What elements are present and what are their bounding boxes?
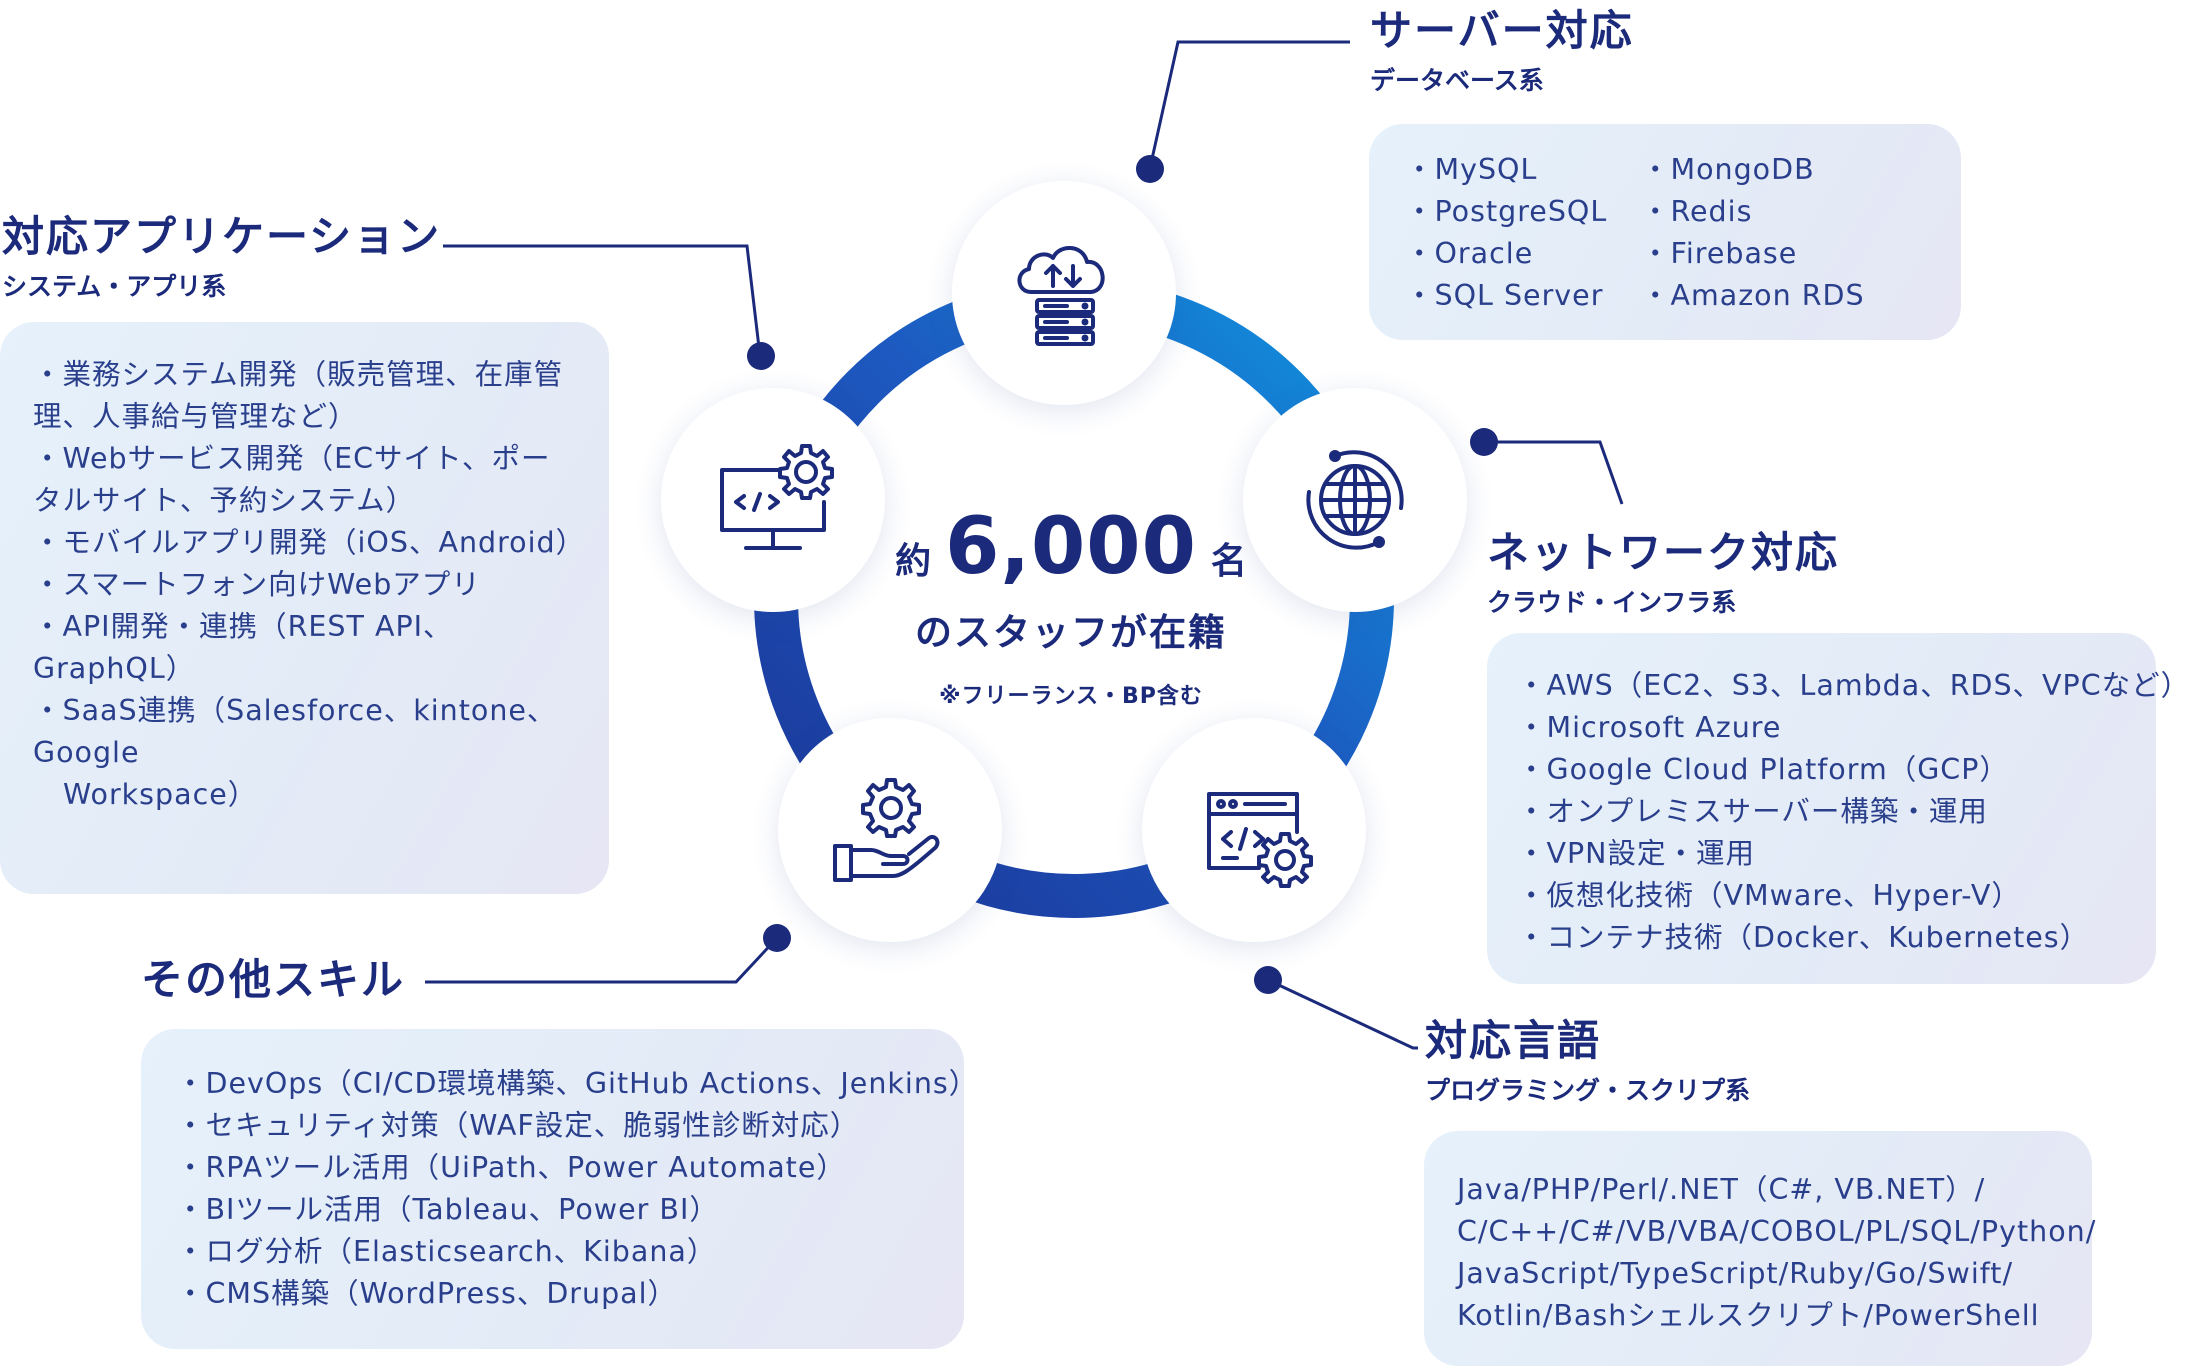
node-server <box>952 181 1176 405</box>
list-item: ・Webサービス開発（ECサイト、ポータルサイト、予約システム） <box>33 442 551 517</box>
staff-count-row: 約 6,000 名 <box>846 508 1296 586</box>
section-title: 対応アプリケーション <box>2 212 442 261</box>
language-line: Kotlin/Bashシェルスクリプト/PowerShell <box>1457 1299 2040 1332</box>
list-item: ・PostgreSQL <box>1405 195 1608 228</box>
node-network <box>1243 388 1467 612</box>
database-column-2: ・MongoDB ・Redis ・Firebase ・Amazon RDS <box>1641 149 1877 340</box>
list-item: ・Google Cloud Platform（GCP） <box>1517 753 2009 786</box>
browser-code-gear-icon <box>1207 792 1313 888</box>
list-item: ・Redis <box>1641 195 1753 228</box>
list-item: ・API開発・連携（REST API、GraphQL） <box>33 610 453 685</box>
list-item: ・セキュリティ対策（WAF設定、脆弱性診断対応） <box>176 1109 860 1142</box>
list-item: ・Amazon RDS <box>1641 279 1865 312</box>
section-title: その他スキル <box>141 955 406 1004</box>
list-item: ・RPAツール活用（UiPath、Power Automate） <box>176 1151 846 1184</box>
list-item: ・AWS（EC2、S3、Lambda、RDS、VPCなど） <box>1517 669 2190 702</box>
heading-other: その他スキル <box>141 955 405 1005</box>
list-item: ・コンテナ技術（Docker、Kubernetes） <box>1517 921 2090 954</box>
heading-network: ネットワーク対応 クラウド・インフラ系 <box>1487 528 1839 618</box>
staff-count-number: 6,000 <box>945 502 1197 592</box>
center-label: 約 6,000 名 のスタッフが在籍 ※フリーランス・BP含む <box>846 508 1296 710</box>
heading-apps: 対応アプリケーション システム・アプリ系 <box>2 212 441 302</box>
heading-lang: 対応言語 プログラミング・スクリプ系 <box>1425 1016 1750 1106</box>
section-subtitle: プログラミング・スクリプ系 <box>1425 1076 1751 1106</box>
list-item: Workspace） <box>63 778 258 811</box>
list-item: ・仮想化技術（VMware、Hyper-V） <box>1517 879 2021 912</box>
list-item: ・DevOps（CI/CD環境構築、GitHub Actions、Jenkins… <box>176 1067 979 1100</box>
node-apps <box>661 388 885 612</box>
language-line: JavaScript/TypeScript/Ruby/Go/Swift/ <box>1457 1257 2014 1290</box>
section-subtitle: データベース系 <box>1370 66 1544 96</box>
staff-count-prefix: 約 <box>895 541 932 582</box>
list-item: ・モバイルアプリ開発（iOS、Android） <box>33 526 586 559</box>
connector-dot-apps <box>747 342 775 370</box>
list-item: ・Microsoft Azure <box>1517 711 1782 744</box>
connector-server <box>1148 40 1350 169</box>
list-item: ・Oracle <box>1405 237 1534 270</box>
database-column-1: ・MySQL ・PostgreSQL ・Oracle ・SQL Server <box>1405 149 1641 340</box>
list-item: ・CMS構築（WordPress、Drupal） <box>176 1277 678 1310</box>
globe-network-icon <box>1306 450 1404 550</box>
list-item: ・SaaS連携（Salesforce、kintone、Google <box>33 694 557 769</box>
list-item: ・ログ分析（Elasticsearch、Kibana） <box>176 1235 717 1268</box>
connector-apps <box>443 244 762 357</box>
application-list-box: ・業務システム開発（販売管理、在庫管理、人事給与管理など） ・Webサービス開発… <box>0 322 609 894</box>
connector-dot-server <box>1136 155 1164 183</box>
node-other <box>778 718 1002 942</box>
section-subtitle: クラウド・インフラ系 <box>1487 588 1737 618</box>
node-lang <box>1142 718 1366 942</box>
connector-network <box>1484 440 1624 505</box>
connector-other <box>425 936 779 984</box>
language-line: Java/PHP/Perl/.NET（C#, VB.NET）/ <box>1457 1173 1986 1206</box>
list-item: ・Firebase <box>1641 237 1798 270</box>
list-item: ・MySQL <box>1405 153 1538 186</box>
list-item: ・BIツール活用（Tableau、Power BI） <box>176 1193 719 1226</box>
staff-note: ※フリーランス・BP含む <box>939 684 1203 709</box>
list-item: ・スマートフォン向けWebアプリ <box>33 568 481 601</box>
database-list-box: ・MySQL ・PostgreSQL ・Oracle ・SQL Server ・… <box>1369 124 1961 340</box>
language-list-box: Java/PHP/Perl/.NET（C#, VB.NET）/ C/C++/C#… <box>1424 1131 2097 1366</box>
section-title: ネットワーク対応 <box>1487 528 1840 577</box>
other-skills-list-box: ・DevOps（CI/CD環境構築、GitHub Actions、Jenkins… <box>141 1029 979 1349</box>
staff-line: のスタッフが在籍 <box>915 611 1227 654</box>
connector-lang <box>1267 978 1418 1050</box>
connector-dot-other <box>763 924 791 952</box>
network-list-box: ・AWS（EC2、S3、Lambda、RDS、VPCなど） ・Microsoft… <box>1487 633 2190 984</box>
section-title: サーバー対応 <box>1370 6 1634 55</box>
list-item: ・オンプレミスサーバー構築・運用 <box>1517 795 1988 828</box>
monitor-code-gear-icon <box>720 444 834 550</box>
staff-count-suffix: 名 <box>1210 541 1247 582</box>
list-item: ・SQL Server <box>1405 279 1604 312</box>
cloud-server-icon <box>1017 246 1105 346</box>
heading-server: サーバー対応 データベース系 <box>1370 6 1634 96</box>
language-line: C/C++/C#/VB/VBA/COBOL/PL/SQL/Python/ <box>1457 1215 2097 1248</box>
list-item: ・VPN設定・運用 <box>1517 837 1756 870</box>
connector-dot-lang <box>1254 966 1282 994</box>
list-item: ・業務システム開発（販売管理、在庫管理、人事給与管理など） <box>33 358 564 433</box>
hand-gear-icon <box>833 778 940 882</box>
section-title: 対応言語 <box>1425 1016 1602 1065</box>
list-item: ・MongoDB <box>1641 153 1815 186</box>
connector-dot-network <box>1470 428 1498 456</box>
section-subtitle: システム・アプリ系 <box>2 272 227 302</box>
